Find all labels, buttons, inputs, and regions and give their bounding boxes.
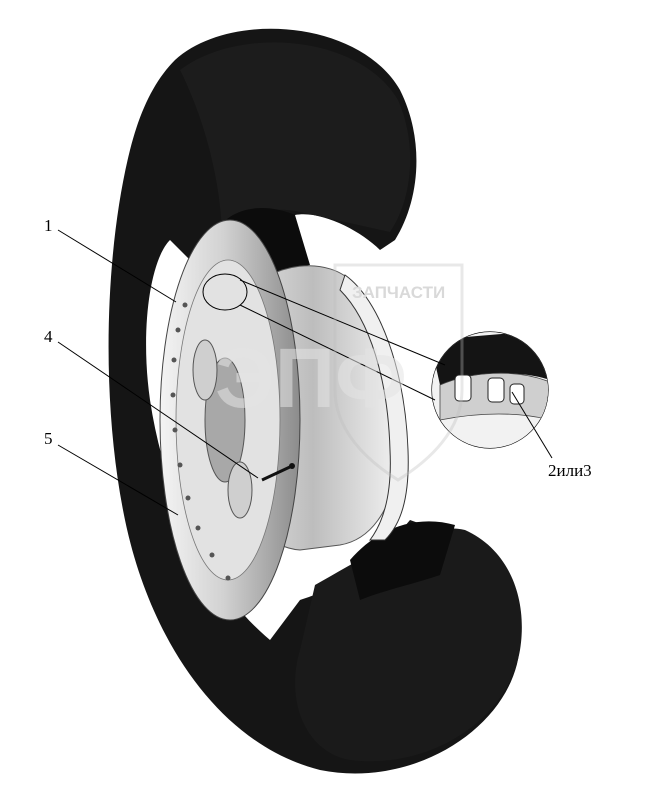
- inset-connector-lower: [239, 304, 436, 401]
- leader-2or3: [511, 391, 553, 459]
- callout-1: 1: [44, 216, 53, 235]
- leader-1: [57, 229, 177, 303]
- tire-lower-tread: [295, 528, 522, 762]
- detail-inset: [431, 331, 549, 449]
- tire-upper-tread: [180, 42, 411, 232]
- watermark-big-text: ЭПФ: [215, 331, 407, 425]
- callout-5: 5: [44, 429, 53, 448]
- detail-source-mark: [202, 273, 248, 311]
- leader-5: [57, 444, 179, 516]
- hand-hole-lower: [227, 461, 253, 519]
- callout-4: 4: [44, 327, 53, 346]
- watermark-top-text: ЗАПЧАСТИ: [352, 283, 446, 302]
- callout-2or3: 2или3: [548, 461, 592, 480]
- hand-hole-upper: [192, 339, 218, 401]
- tire-lower-cut-face: [350, 521, 455, 600]
- watermark-logo: [333, 263, 464, 482]
- leader-4: [57, 341, 259, 479]
- rim-flange: [339, 274, 409, 541]
- hub-bore: [204, 357, 246, 483]
- inset-connector-upper: [239, 279, 446, 366]
- bolt-holes: [170, 302, 231, 581]
- valve-stem: [261, 464, 293, 482]
